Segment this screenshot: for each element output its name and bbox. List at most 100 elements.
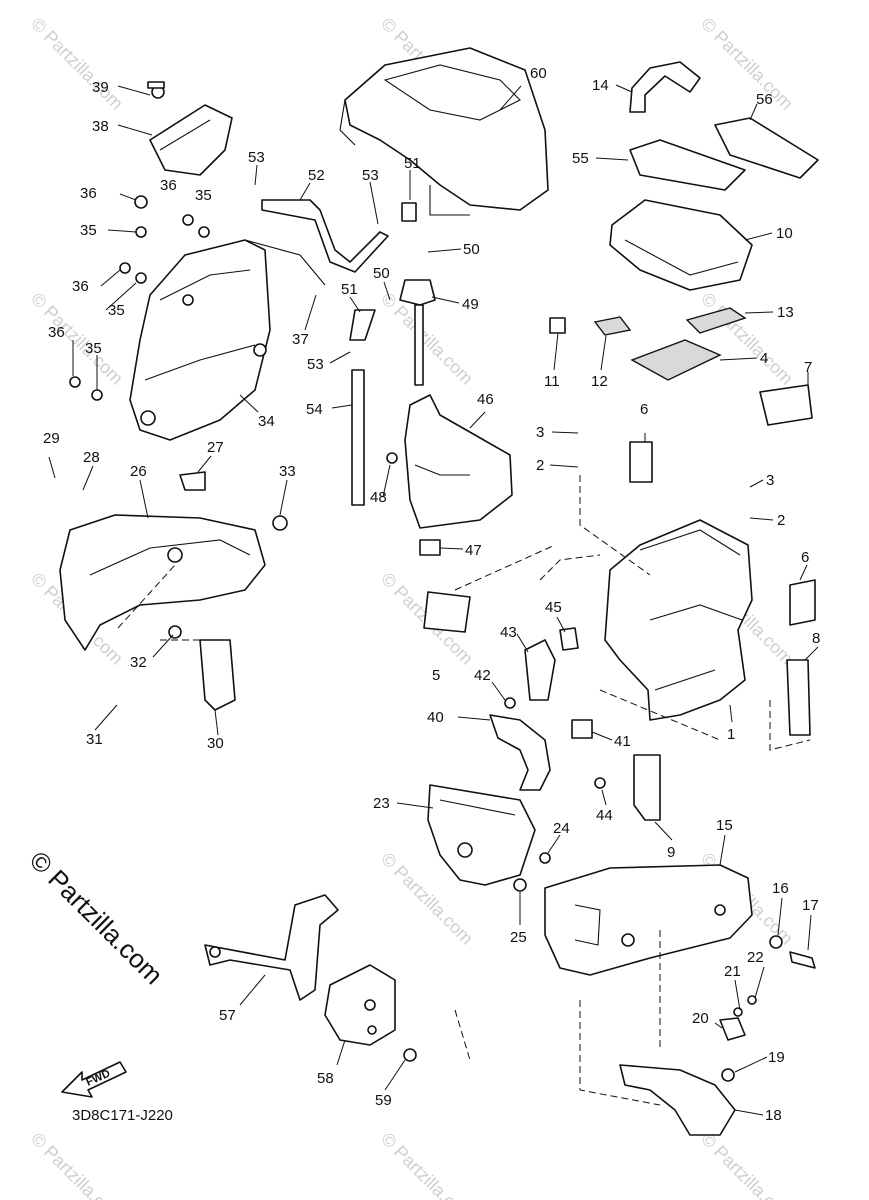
part-60-cover (339, 47, 549, 216)
callout-9: 9 (667, 844, 675, 861)
callout-36: 36 (80, 185, 97, 202)
part-16-17 (769, 935, 816, 969)
callout-23: 23 (373, 795, 390, 812)
callout-51: 51 (404, 155, 421, 172)
callout-56: 56 (756, 91, 773, 108)
callout-28: 28 (83, 449, 100, 466)
callout-55: 55 (572, 150, 589, 167)
callout-8: 8 (812, 630, 820, 647)
callout-27: 27 (207, 439, 224, 456)
callout-7: 7 (804, 359, 812, 376)
callout-1: 1 (727, 726, 735, 743)
callout-46: 46 (477, 391, 494, 408)
part-38-bracket (147, 81, 233, 176)
callout-39: 39 (92, 79, 109, 96)
part-46-tank (386, 394, 513, 556)
callout-50: 50 (463, 241, 480, 258)
part-10-tray (609, 199, 753, 291)
callout-18: 18 (765, 1107, 782, 1124)
callout-51: 51 (341, 281, 358, 298)
callout-48: 48 (370, 489, 387, 506)
part-23-frame (427, 784, 551, 892)
callout-29: 29 (43, 430, 60, 447)
part-1-battery-box (604, 519, 753, 721)
callout-4: 4 (760, 350, 768, 367)
callout-36: 36 (160, 177, 177, 194)
callout-47: 47 (465, 542, 482, 559)
callout-57: 57 (219, 1007, 236, 1024)
brand-text: © Partzilla.com (24, 845, 169, 990)
callout-49: 49 (462, 296, 479, 313)
callout-10: 10 (776, 225, 793, 242)
callout-20: 20 (692, 1010, 709, 1027)
callout-35: 35 (85, 340, 102, 357)
bolts-35-36 (69, 195, 210, 401)
callout-40: 40 (427, 709, 444, 726)
callout-34: 34 (258, 413, 275, 430)
watermark: © Partzilla.com (697, 1129, 797, 1200)
callout-33: 33 (279, 463, 296, 480)
part-40-43-brackets (489, 627, 606, 791)
callout-17: 17 (802, 897, 819, 914)
callout-labels: 39 38 36 36 35 35 36 35 36 35 34 37 53 5… (43, 65, 820, 1124)
callout-21: 21 (724, 963, 741, 980)
callout-6: 6 (640, 401, 648, 418)
assembly-lines (117, 475, 811, 1106)
callout-35: 35 (80, 222, 97, 239)
watermark: © Partzilla.com (377, 1129, 477, 1200)
callout-26: 26 (130, 463, 147, 480)
part-58-block (324, 964, 417, 1062)
callout-35: 35 (108, 302, 125, 319)
callout-30: 30 (207, 735, 224, 752)
callout-35: 35 (195, 187, 212, 204)
callout-53: 53 (362, 167, 379, 184)
callout-41: 41 (614, 733, 631, 750)
flat-pads (423, 307, 816, 633)
callout-14: 14 (592, 77, 609, 94)
callout-16: 16 (772, 880, 789, 897)
callout-25: 25 (510, 929, 527, 946)
callout-32: 32 (130, 654, 147, 671)
callout-54: 54 (306, 401, 323, 418)
callout-11: 11 (544, 373, 560, 390)
callout-2: 2 (536, 457, 544, 474)
leader-lines (48, 84, 819, 1116)
callout-38: 38 (92, 118, 109, 135)
callout-58: 58 (317, 1070, 334, 1087)
part-18-22-latch (619, 995, 757, 1136)
diagram-code: 3D8C171-J220 (72, 1107, 173, 1124)
part-55-56-pads (629, 61, 819, 191)
fwd-arrow-icon: FWD (61, 1061, 127, 1098)
callout-44: 44 (596, 807, 613, 824)
watermark: © Partzilla.com (27, 1129, 127, 1200)
callout-3: 3 (766, 472, 774, 489)
callout-22: 22 (747, 949, 764, 966)
part-34-side-bracket (129, 239, 326, 441)
callout-60: 60 (530, 65, 547, 82)
part-49-valve (349, 202, 436, 506)
part-57-carrier (204, 894, 339, 1001)
watermark: © Partzilla.com (27, 14, 127, 114)
callout-5: 5 (432, 667, 440, 684)
callout-36: 36 (72, 278, 89, 295)
callout-52: 52 (308, 167, 325, 184)
callout-45: 45 (545, 599, 562, 616)
callout-31: 31 (86, 731, 103, 748)
callout-2: 2 (777, 512, 785, 529)
part-8-9-straps (633, 659, 811, 821)
callout-50: 50 (373, 265, 390, 282)
callout-42: 42 (474, 667, 491, 684)
part-52-hose (261, 199, 389, 273)
callout-3: 3 (536, 424, 544, 441)
part-30-bracket (168, 625, 236, 711)
callout-13: 13 (777, 304, 794, 321)
callout-19: 19 (768, 1049, 785, 1066)
callout-53: 53 (307, 356, 324, 373)
callout-24: 24 (553, 820, 570, 837)
part-26-side-cover (59, 471, 288, 651)
callout-36: 36 (48, 324, 65, 341)
callout-15: 15 (716, 817, 733, 834)
callout-6: 6 (801, 549, 809, 566)
callout-12: 12 (591, 373, 608, 390)
